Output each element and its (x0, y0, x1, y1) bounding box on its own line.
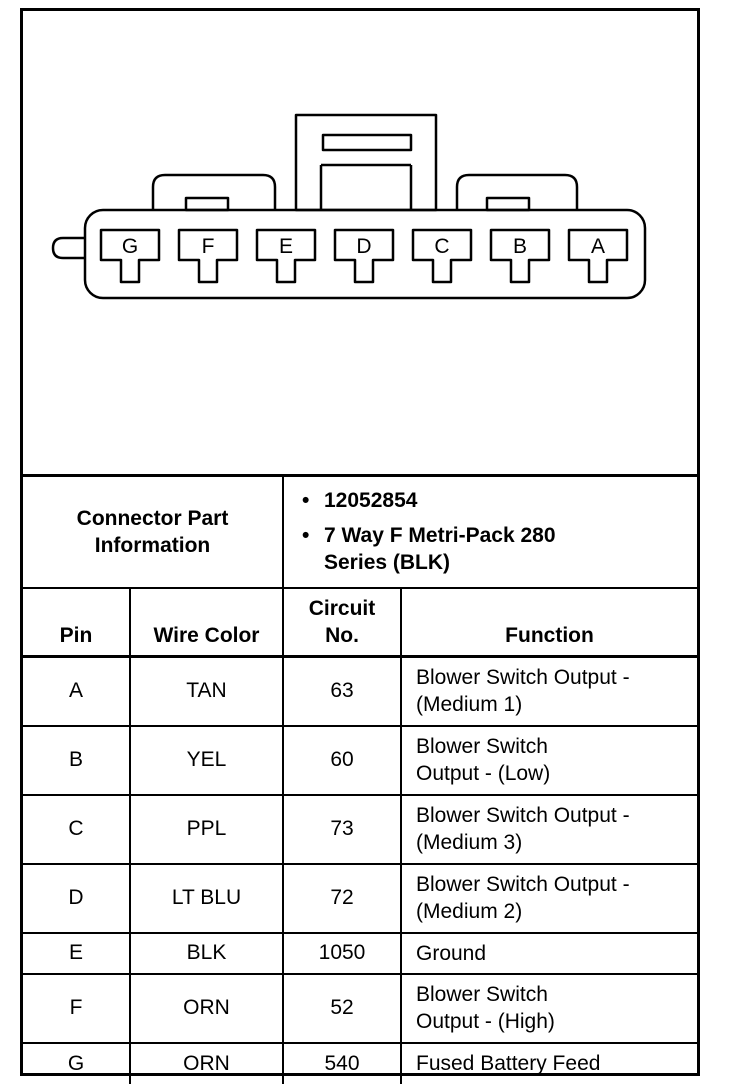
pin-label-g: G (122, 235, 138, 258)
function-line1: Blower Switch Output - (416, 666, 630, 690)
part-description-line2: Series (BLK) (324, 551, 451, 575)
header-circuit-line1: Circuit (308, 597, 376, 620)
pin-cell: B (23, 724, 131, 796)
pin-label-f: F (202, 235, 215, 258)
function-cell: Ground (400, 931, 697, 975)
pin-cell: D (23, 862, 131, 934)
circuit-cell: 52 (282, 972, 402, 1044)
pin-cavity-f: F (177, 228, 239, 284)
header-wire-color: Wire Color (129, 586, 284, 658)
wire-color-cell: TAN (129, 655, 284, 727)
function-line1: Blower Switch Output - (416, 804, 630, 827)
wire-color-cell: YEL (129, 724, 284, 796)
header-circuit-line2: No. (325, 624, 359, 647)
wire-color-cell: ORN (129, 972, 284, 1044)
connector-nub (51, 236, 85, 260)
header-circuit: Circuit No. (282, 586, 402, 658)
function-line1: Blower Switch (416, 983, 548, 1006)
function-line1: Fused Battery Feed (416, 1052, 601, 1075)
pin-label-e: E (279, 235, 293, 258)
pin-label-a: A (591, 235, 605, 258)
circuit-cell: 60 (282, 724, 402, 796)
pin-cavity-c: C (411, 228, 473, 284)
part-number: 12052854 (302, 487, 697, 514)
function-line1: Blower Switch Output - (416, 873, 630, 896)
pin-cavity-d: D (333, 228, 395, 284)
connector-table: Connector Part Information 12052854 7 Wa… (23, 474, 697, 1084)
function-line2: (Medium 2) (416, 900, 523, 923)
circuit-cell: 63 (282, 655, 402, 727)
function-cell: Blower Switch Output - (Medium 1) (400, 655, 697, 727)
wire-color-cell: PPL (129, 793, 284, 865)
wire-color-cell: LT BLU (129, 862, 284, 934)
function-line2: Output - (Low) (416, 762, 551, 785)
circuit-cell: 1050 (282, 931, 402, 975)
function-line1: Ground (416, 941, 487, 965)
function-line2: (Medium 1) (416, 693, 523, 717)
pin-cavity-b: B (489, 228, 551, 284)
function-line1: Blower Switch (416, 735, 548, 758)
function-cell: Blower Switch Output - (Medium 3) (400, 793, 697, 865)
left-latch-bump (151, 173, 277, 210)
header-pin: Pin (23, 586, 131, 658)
right-latch-bump (455, 173, 579, 210)
circuit-cell: 72 (282, 862, 402, 934)
connector-body (83, 208, 647, 300)
center-latch-housing (294, 113, 438, 212)
function-cell: Blower Switch Output - (Medium 2) (400, 862, 697, 934)
pin-label-c: C (434, 235, 449, 258)
part-description-line1: 7 Way F Metri-Pack 280 (324, 524, 556, 548)
pin-cavity-a: A (567, 228, 629, 284)
wire-color-cell: BLK (129, 931, 284, 975)
function-line2: (Medium 3) (416, 831, 523, 854)
part-info-label-line1: Connector Part (76, 506, 229, 530)
pin-cell: F (23, 972, 131, 1044)
circuit-cell: 73 (282, 793, 402, 865)
part-description: 7 Way F Metri-Pack 280 Series (BLK) (302, 522, 697, 576)
header-function: Function (400, 586, 697, 658)
pin-cavity-g: G (99, 228, 161, 284)
part-info-label: Connector Part Information (23, 474, 284, 589)
wire-color-cell: ORN (129, 1041, 284, 1084)
pin-label-b: B (513, 235, 527, 258)
part-info-values: 12052854 7 Way F Metri-Pack 280 Series (… (282, 474, 697, 589)
pin-cell: A (23, 655, 131, 727)
pin-cell: C (23, 793, 131, 865)
pin-cell: G (23, 1041, 131, 1084)
function-line2: Output - (High) (416, 1010, 555, 1033)
pin-label-d: D (356, 235, 371, 258)
center-latch-slot (321, 133, 413, 152)
part-info-label-line2: Information (94, 533, 211, 557)
circuit-cell: 540 (282, 1041, 402, 1084)
pin-cavity-e: E (255, 228, 317, 284)
pin-cell: E (23, 931, 131, 975)
function-cell: Fused Battery Feed (400, 1041, 697, 1084)
